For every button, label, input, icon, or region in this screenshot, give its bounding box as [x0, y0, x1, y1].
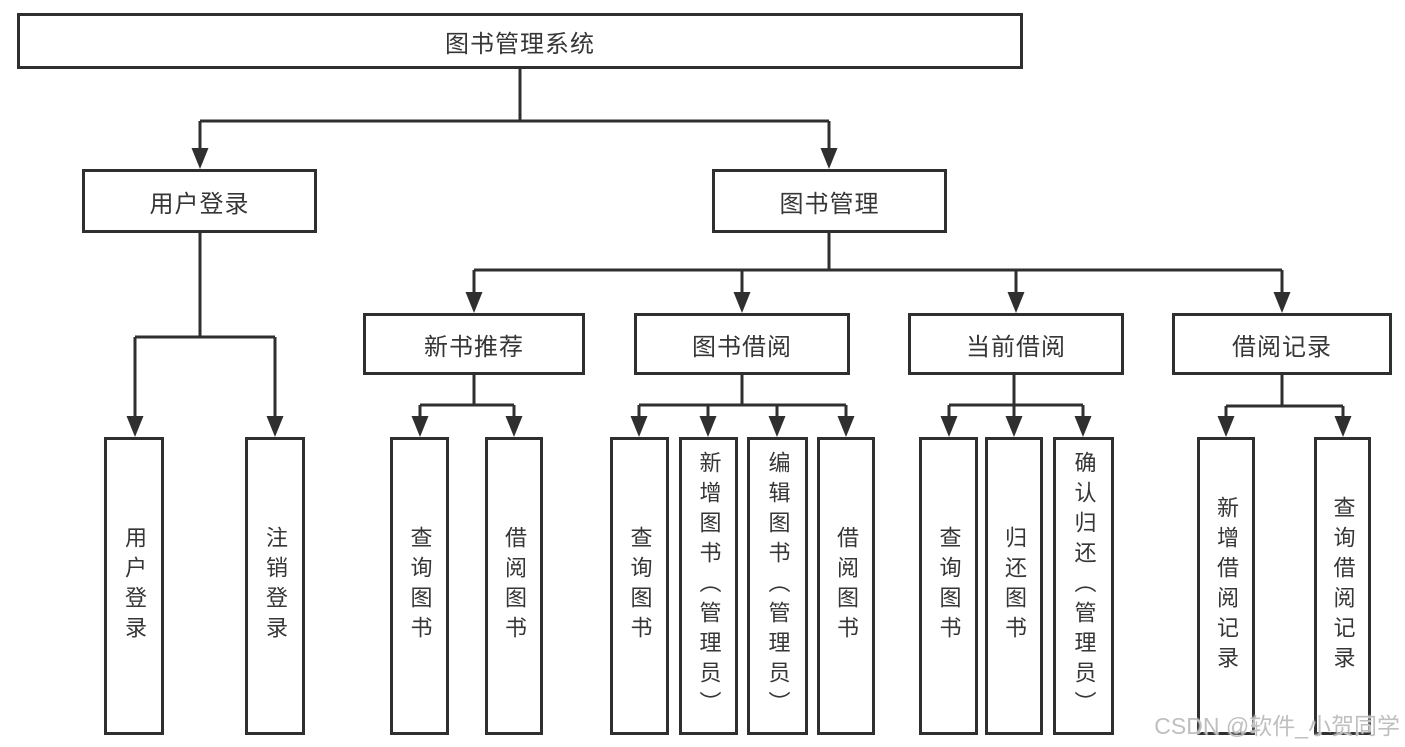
leaf-query-borrow-record-label: 查询借阅记录 [1330, 496, 1356, 676]
leaf-confirm-return-admin-label: 确认归还（管理员） [1071, 451, 1097, 721]
node-current-borrowing: 当前借阅 [908, 313, 1124, 375]
leaf-borrow-books-label: 借阅图书 [834, 526, 859, 646]
leaf-add-book-admin-label: 新增图书（管理员） [696, 451, 722, 721]
node-book-borrowing: 图书借阅 [634, 313, 850, 375]
leaf-edit-book-admin: 编辑图书（管理员） [747, 437, 808, 735]
leaf-query-books-current-label: 查询图书 [936, 526, 962, 646]
leaf-add-borrow-record-label: 新增借阅记录 [1214, 496, 1239, 676]
leaf-query-books-recommend-label: 查询图书 [407, 526, 433, 646]
node-library-management-system: 图书管理系统 [17, 13, 1023, 69]
leaf-query-books-current: 查询图书 [919, 437, 978, 735]
node-user-login: 用户登录 [82, 169, 317, 233]
node-borrowing-records: 借阅记录 [1172, 313, 1392, 375]
leaf-borrow-books-recommend-label: 借阅图书 [502, 526, 527, 646]
leaf-return-books-label: 归还图书 [1002, 526, 1027, 646]
leaf-user-login-label: 用户登录 [122, 526, 147, 646]
leaf-query-borrow-record: 查询借阅记录 [1314, 437, 1371, 735]
leaf-confirm-return-admin: 确认归还（管理员） [1053, 437, 1114, 735]
leaf-add-book-admin: 新增图书（管理员） [679, 437, 738, 735]
leaf-logout-label: 注销登录 [263, 526, 288, 646]
leaf-query-books-borrow: 查询图书 [610, 437, 669, 735]
leaf-return-books: 归还图书 [985, 437, 1043, 735]
leaf-logout: 注销登录 [245, 437, 305, 735]
leaf-edit-book-admin-label: 编辑图书（管理员） [765, 451, 791, 721]
csdn-watermark: CSDN @软件_小贺同学 [1154, 713, 1400, 739]
node-book-management: 图书管理 [712, 169, 947, 233]
leaf-add-borrow-record: 新增借阅记录 [1197, 437, 1255, 735]
leaf-query-books-recommend: 查询图书 [390, 437, 449, 735]
node-new-book-recommendation: 新书推荐 [363, 313, 585, 375]
leaf-borrow-books-recommend: 借阅图书 [485, 437, 543, 735]
leaf-query-books-borrow-label: 查询图书 [627, 526, 653, 646]
leaf-user-login: 用户登录 [104, 437, 164, 735]
leaf-borrow-books: 借阅图书 [817, 437, 875, 735]
